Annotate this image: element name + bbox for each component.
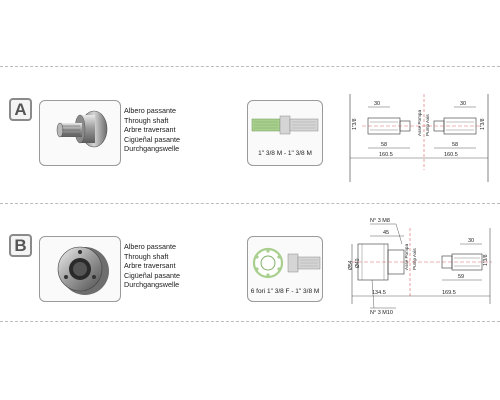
section-divider-middle — [0, 203, 500, 204]
axis-label-italian: Asse Pompa — [404, 244, 409, 270]
section-divider-top — [0, 66, 500, 67]
section-a-shaft-diagram: 1" 3/8 M - 1" 3/8 M — [247, 100, 323, 166]
section-b-product-photo — [39, 236, 121, 302]
note-m8: N° 3 M8 — [370, 218, 390, 224]
label-french: Arbre traversant — [124, 125, 176, 135]
label-spanish: Cigüeñal pasante — [124, 270, 180, 280]
label-german: Durchgangswelle — [124, 144, 180, 154]
section-b-badge: B — [9, 234, 32, 257]
dim-45: 45 — [383, 230, 389, 236]
label-german: Durchgangswelle — [124, 280, 180, 290]
shaft-spline-icon — [251, 115, 319, 135]
label-french: Arbre traversant — [124, 261, 176, 271]
note-m10: N° 3 M10 — [370, 310, 393, 316]
section-divider-bottom — [0, 321, 500, 322]
dim-59: 59 — [458, 274, 464, 280]
label-english: Through shaft — [124, 251, 169, 261]
hub-spline-icon — [252, 247, 321, 279]
dim-160-5-left: 160.5 — [379, 152, 393, 158]
section-a-badge: A — [9, 98, 32, 121]
dim-dia-40: Ø40 — [355, 258, 361, 268]
label-italian: Albero passante — [124, 242, 176, 251]
section-b-technical-drawing: N° 3 M8 N° 3 M10 45 Ø54 Ø40 Asse Pompa P… — [344, 214, 496, 323]
axis-label-english: Pump Axis — [412, 248, 417, 270]
section-a-technical-drawing: 30 30 58 58 160.5 160.5 1"3/8 1"3/8 Asse… — [344, 92, 494, 189]
dim-58-right: 58 — [452, 142, 458, 148]
coupling-photo — [57, 246, 109, 295]
section-b-labels: Albero passante Through shaft Arbre trav… — [124, 242, 180, 290]
through-shaft-photo — [56, 110, 108, 148]
dia-right-label: 1"3/8 — [480, 118, 486, 130]
axis-label-italian: Asse Pompa — [417, 110, 422, 136]
label-english: Through shaft — [124, 115, 169, 125]
section-a-product-photo — [39, 100, 121, 166]
section-a-labels: Albero passante Through shaft Arbre trav… — [124, 106, 180, 154]
label-spanish: Cigüeñal pasante — [124, 134, 180, 144]
shaft-caption: 1" 3/8 M - 1" 3/8 M — [258, 150, 312, 157]
label-italian: Albero passante — [124, 106, 176, 115]
dim-169-5: 169.5 — [442, 290, 456, 296]
dim-160-5-right: 160.5 — [444, 152, 458, 158]
shaft-caption: 6 fori 1" 3/8 F - 1" 3/8 M — [250, 288, 320, 295]
dimension-drawing-b: N° 3 M8 N° 3 M10 45 Ø54 Ø40 Asse Pompa P… — [348, 218, 492, 316]
axis-label-english: Pump Axis — [425, 114, 430, 136]
dim-58-left: 58 — [381, 142, 387, 148]
dia-right-label: 1"3/8 — [483, 254, 489, 266]
dimension-drawing-a: 30 30 58 58 160.5 160.5 1"3/8 1"3/8 Asse… — [349, 94, 489, 182]
dim-30-left: 30 — [374, 101, 380, 107]
dim-30-right: 30 — [460, 101, 466, 107]
section-b-shaft-diagram: 6 fori 1" 3/8 F - 1" 3/8 M — [247, 236, 323, 302]
dia-left-label: 1"3/8 — [352, 118, 358, 130]
dim-dia-54: Ø54 — [348, 260, 354, 270]
dim-134-5: 134.5 — [372, 290, 386, 296]
dim-30: 30 — [468, 238, 474, 244]
